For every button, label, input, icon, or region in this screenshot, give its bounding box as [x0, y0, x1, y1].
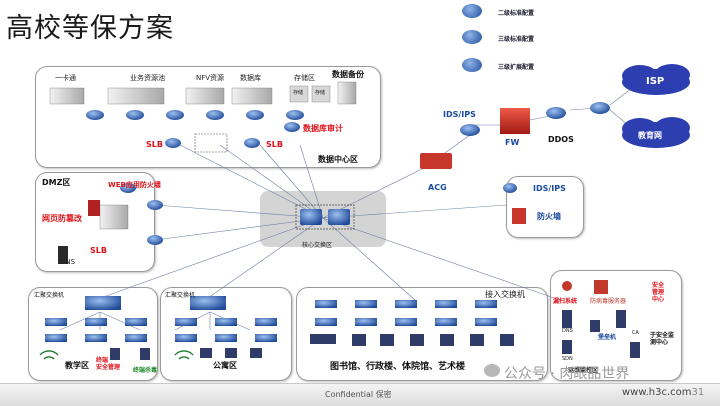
firewall-icon [500, 108, 530, 134]
core-label: 核心交换区 [302, 242, 333, 249]
ops-item-label: DNS [562, 328, 573, 334]
firewall-label: 防火墙 [537, 212, 561, 221]
access-switch-icons [45, 300, 497, 342]
legend: 二级标准配置 三级标准配置 三级扩展配置 [462, 0, 572, 80]
fortress-label: 堡垒机 [598, 334, 617, 341]
cloud-icon [622, 64, 690, 148]
footer-url: www.h3c.com31 [622, 387, 704, 398]
group-label: 业务资源池 [130, 74, 165, 82]
datacenter-zone-label: 数据中心区 [318, 155, 358, 164]
page-number: 31 [691, 387, 705, 398]
ddos-label: DDOS [548, 135, 574, 144]
scanner-label: 漏扫系统 [553, 298, 578, 305]
access-zone-label: 图书馆、行政楼、体院馆、艺术楼 [330, 362, 466, 372]
dns-server-icon [58, 246, 68, 264]
db-audit-label: 数据库审计 [303, 124, 343, 133]
tamper-icon [88, 200, 100, 216]
dmz-label: DMZ区 [42, 178, 71, 187]
router-icon [462, 30, 482, 44]
legend-item: 三级标准配置 [462, 30, 572, 46]
acg-label: ACG [428, 183, 447, 192]
storage-label: 存储 [315, 90, 326, 96]
soc-label: 于安全监 测中心 [650, 332, 675, 346]
switch-icons [86, 102, 610, 245]
dorm-zone-label: 公寓区 [213, 361, 237, 370]
tamper-label: 网页防篡改 [42, 214, 82, 223]
dns-label: DNS [60, 258, 76, 266]
wifi-icon [39, 350, 194, 360]
group-label: 数据库 [240, 74, 261, 82]
url-text: www.h3c.com [622, 387, 692, 398]
group-label: NFV资源 [196, 74, 225, 82]
av-server-label: 防病毒服务器 [590, 298, 627, 305]
ops-item-label: CA [632, 330, 639, 336]
wechat-icon [484, 364, 500, 377]
group-label: 存储区 [294, 74, 315, 82]
ids-ips-label: IDS/IPS [443, 110, 476, 119]
agg-switch-icon [190, 296, 226, 310]
terminal-av-label: 终端杀毒 [133, 367, 158, 374]
legend-label: 三级标准配置 [498, 36, 535, 43]
router-icon [462, 4, 482, 18]
antivirus-server-icon [594, 280, 608, 294]
agg-label: 汇聚交换机 [34, 292, 65, 299]
isp-label: ISP [646, 76, 665, 87]
slb-label: SLB [266, 140, 283, 149]
core-switch-icon [295, 204, 355, 230]
server-rack-group [49, 81, 357, 105]
scanner-icon [562, 281, 572, 291]
fw-label: FW [505, 138, 520, 147]
access-label: 接入交换机 [485, 290, 525, 299]
watermark: 公众号 · 肉眼品世界 [504, 366, 630, 382]
waf-label: WEB应用防火墙 [108, 181, 161, 189]
slb-label: SLB [90, 246, 107, 255]
legend-item: 二级标准配置 [462, 4, 572, 20]
storage-label: 存储 [293, 90, 304, 96]
server-icon [99, 204, 129, 230]
ops-zone-label: 运维监控区 [568, 367, 599, 374]
footer-bar [0, 383, 720, 406]
legend-label: 二级标准配置 [498, 10, 535, 17]
terminal-mgmt-label: 终端 安全管理 [96, 357, 121, 371]
agg-label: 汇聚交换机 [165, 292, 196, 299]
router-icon [462, 58, 482, 72]
core-switch-zone [260, 191, 386, 247]
ops-item-label: SDN [562, 356, 573, 362]
legend-item: 三级扩展配置 [462, 58, 572, 74]
teaching-zone-label: 教学区 [65, 361, 89, 370]
legend-label: 三级扩展配置 [498, 64, 535, 71]
right-security-zone [506, 176, 584, 238]
pc-icons [110, 334, 514, 360]
links [59, 81, 641, 331]
ops-server-icons [562, 310, 640, 358]
slide-title: 高校等保方案 [6, 13, 174, 44]
firewall-icon [512, 208, 526, 224]
group-label: 一卡通 [55, 74, 76, 82]
sec-mgmt-label: 安全 管理 中心 [652, 282, 665, 303]
agg-switch-icon [85, 296, 121, 310]
edu-net-label: 教育网 [638, 131, 662, 140]
acg-icon [420, 153, 452, 169]
confidential-label: Confidential 保密 [325, 390, 392, 399]
slb-label: SLB [146, 140, 163, 149]
ids-ips-label: IDS/IPS [533, 184, 566, 193]
backup-label: 数据备份 [332, 70, 364, 79]
